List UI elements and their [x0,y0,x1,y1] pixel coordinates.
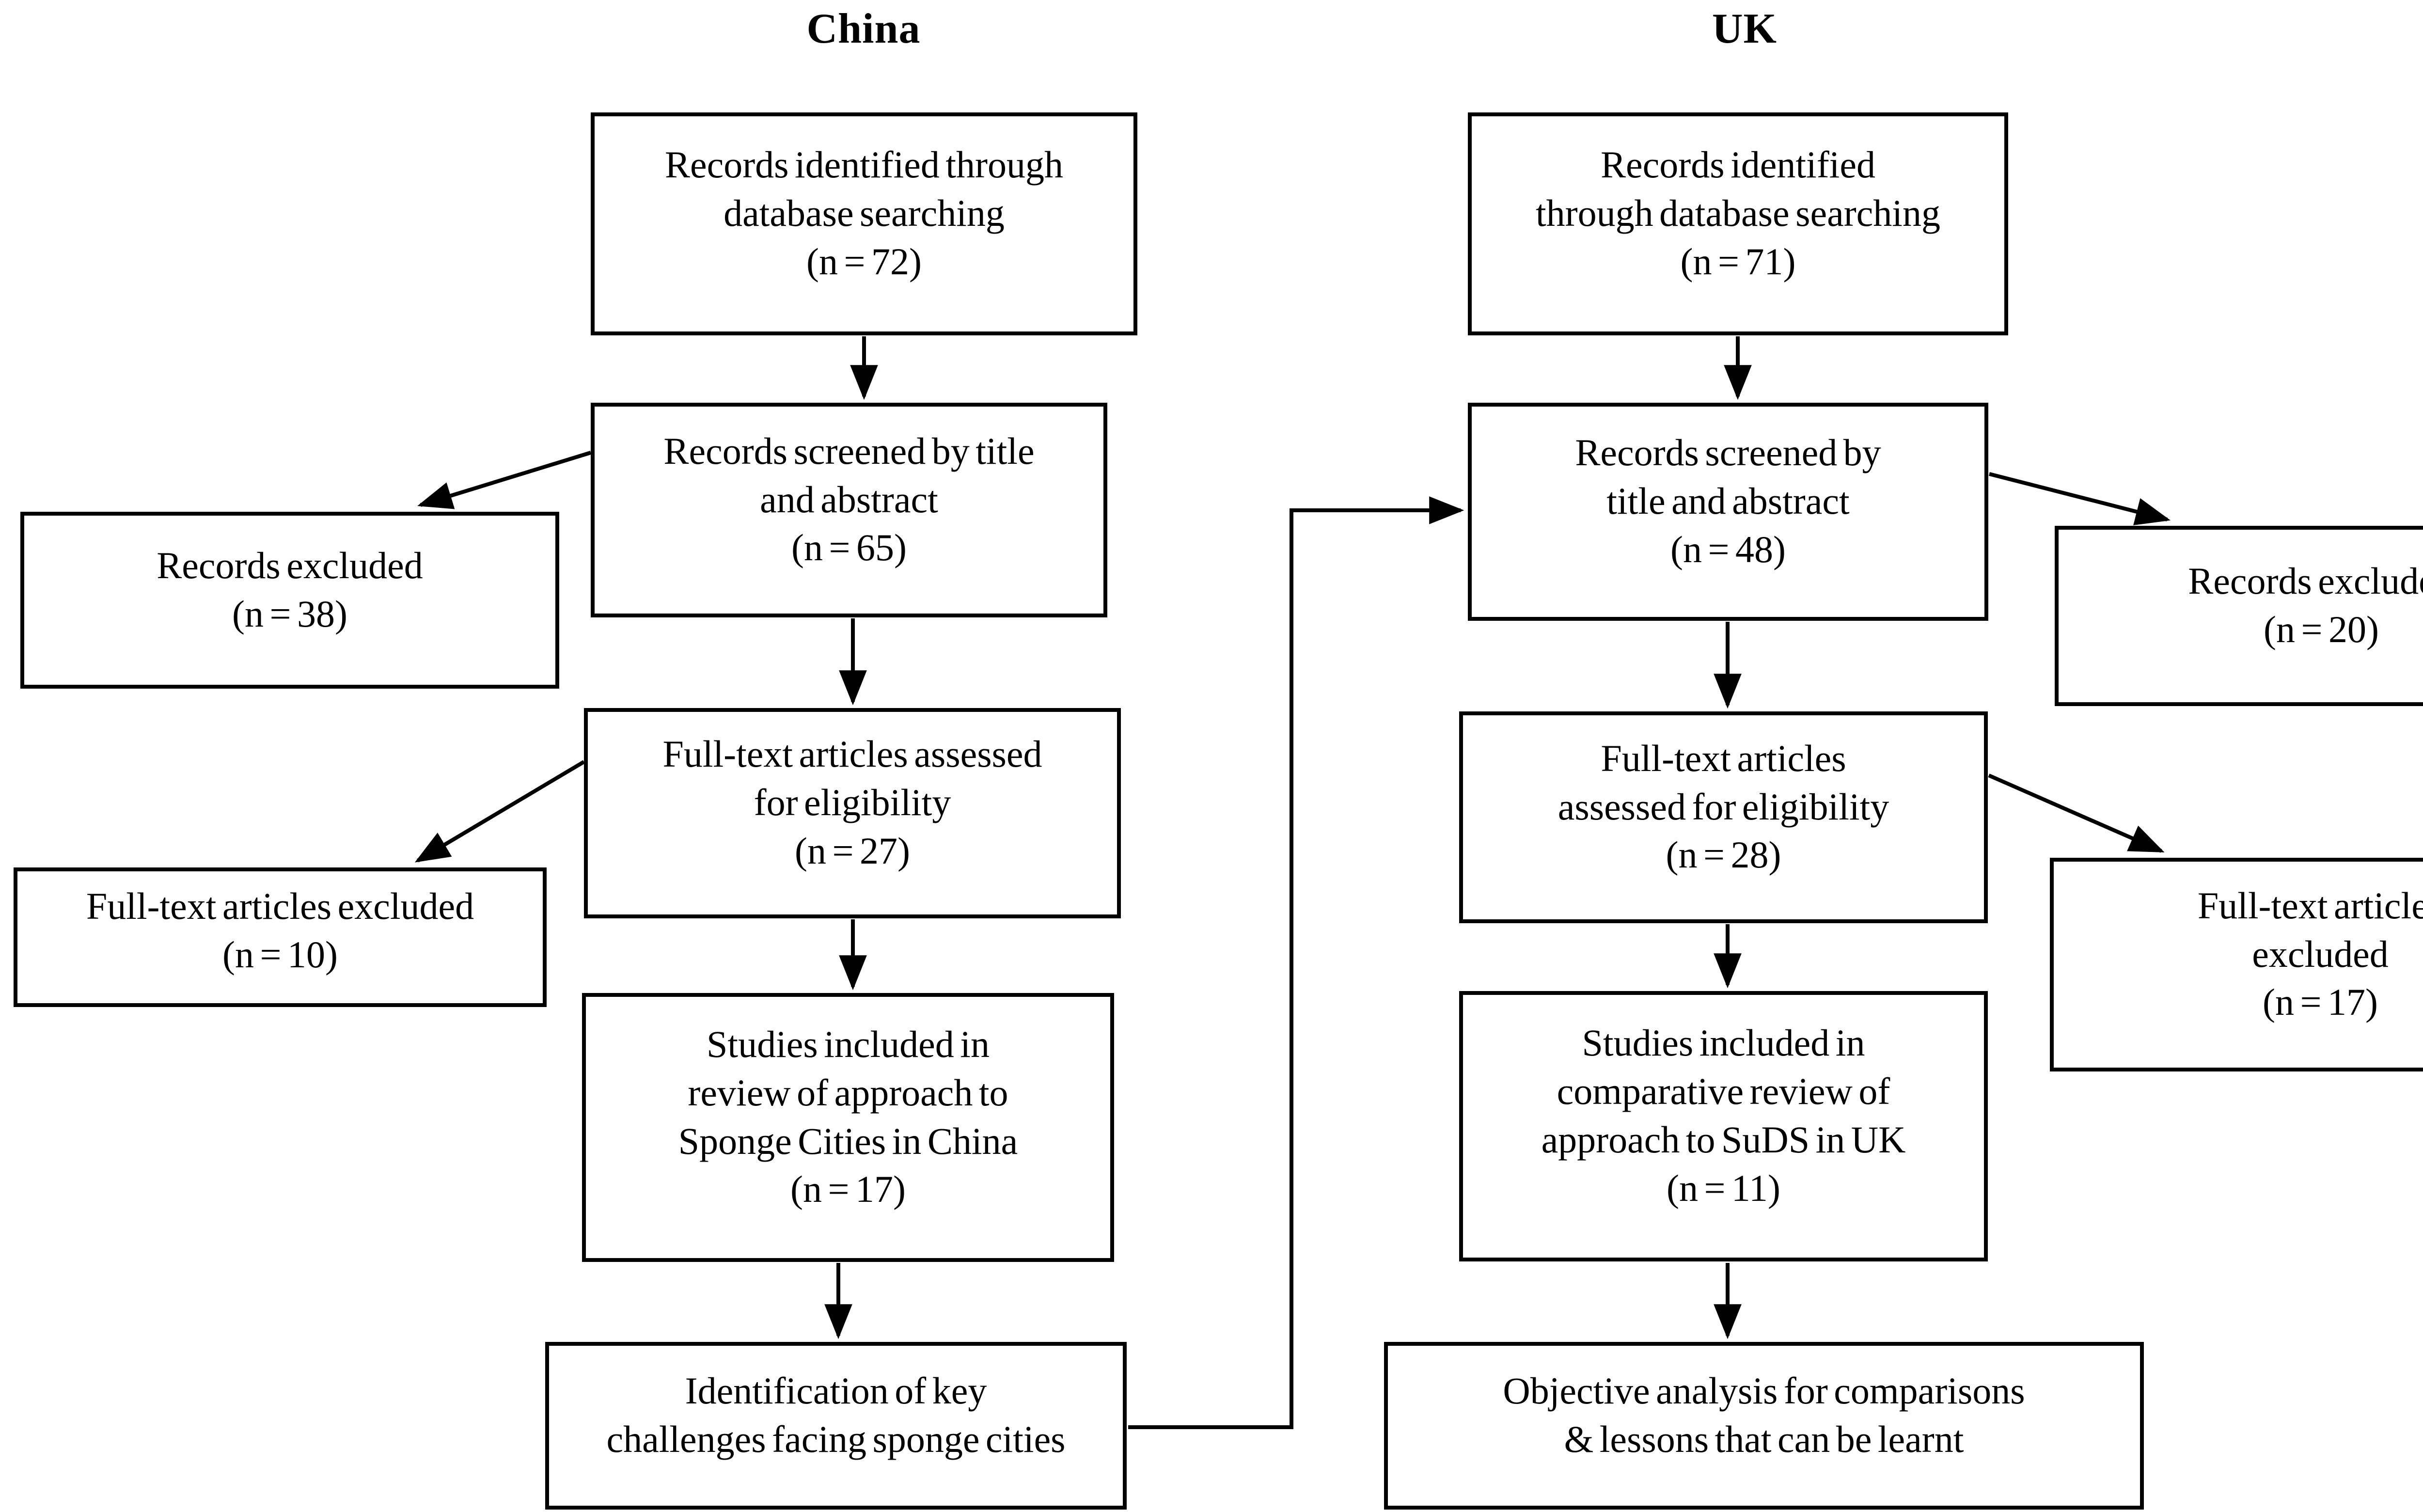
arrow-china-screened-to-excluded [417,451,592,509]
arrow-uk-screened-to-excluded [1989,472,2171,525]
box-china-studies-included: Studies included in review of approach t… [582,993,1114,1262]
box-china-records-identified: Records identified through database sear… [591,112,1137,335]
box-china-fulltext-assessed: Full-text articles assessed for eligibil… [584,708,1121,918]
arrow-uk-fulltext-to-excluded [1988,773,2165,853]
box-uk-records-identified: Records identified through database sear… [1468,112,2008,335]
arrow-china-fulltext-to-excluded [414,760,585,863]
column-title-china: China [806,5,921,52]
box-china-fulltext-excluded: Full-text articles excluded (n = 10) [14,867,547,1007]
column-title-uk: UK [1712,5,1777,52]
box-china-records-excluded: Records excluded (n = 38) [20,512,559,689]
box-china-records-screened: Records screened by title and abstract (… [591,403,1107,617]
box-uk-records-screened: Records screened by title and abstract (… [1468,403,1988,621]
box-uk-records-excluded: Records excluded (n = 20) [2055,526,2423,706]
connector-china-outcome-to-uk-screened [1128,496,1464,1429]
box-uk-fulltext-assessed: Full-text articles assessed for eligibil… [1459,711,1988,923]
box-uk-fulltext-excluded: Full-text articles excluded (n = 17) [2050,858,2423,1071]
box-china-key-challenges: Identification of key challenges facing … [545,1342,1127,1510]
box-uk-studies-included: Studies included in comparative review o… [1459,991,1988,1261]
box-uk-objective-analysis: Objective analysis for comparisons & les… [1384,1342,2144,1510]
